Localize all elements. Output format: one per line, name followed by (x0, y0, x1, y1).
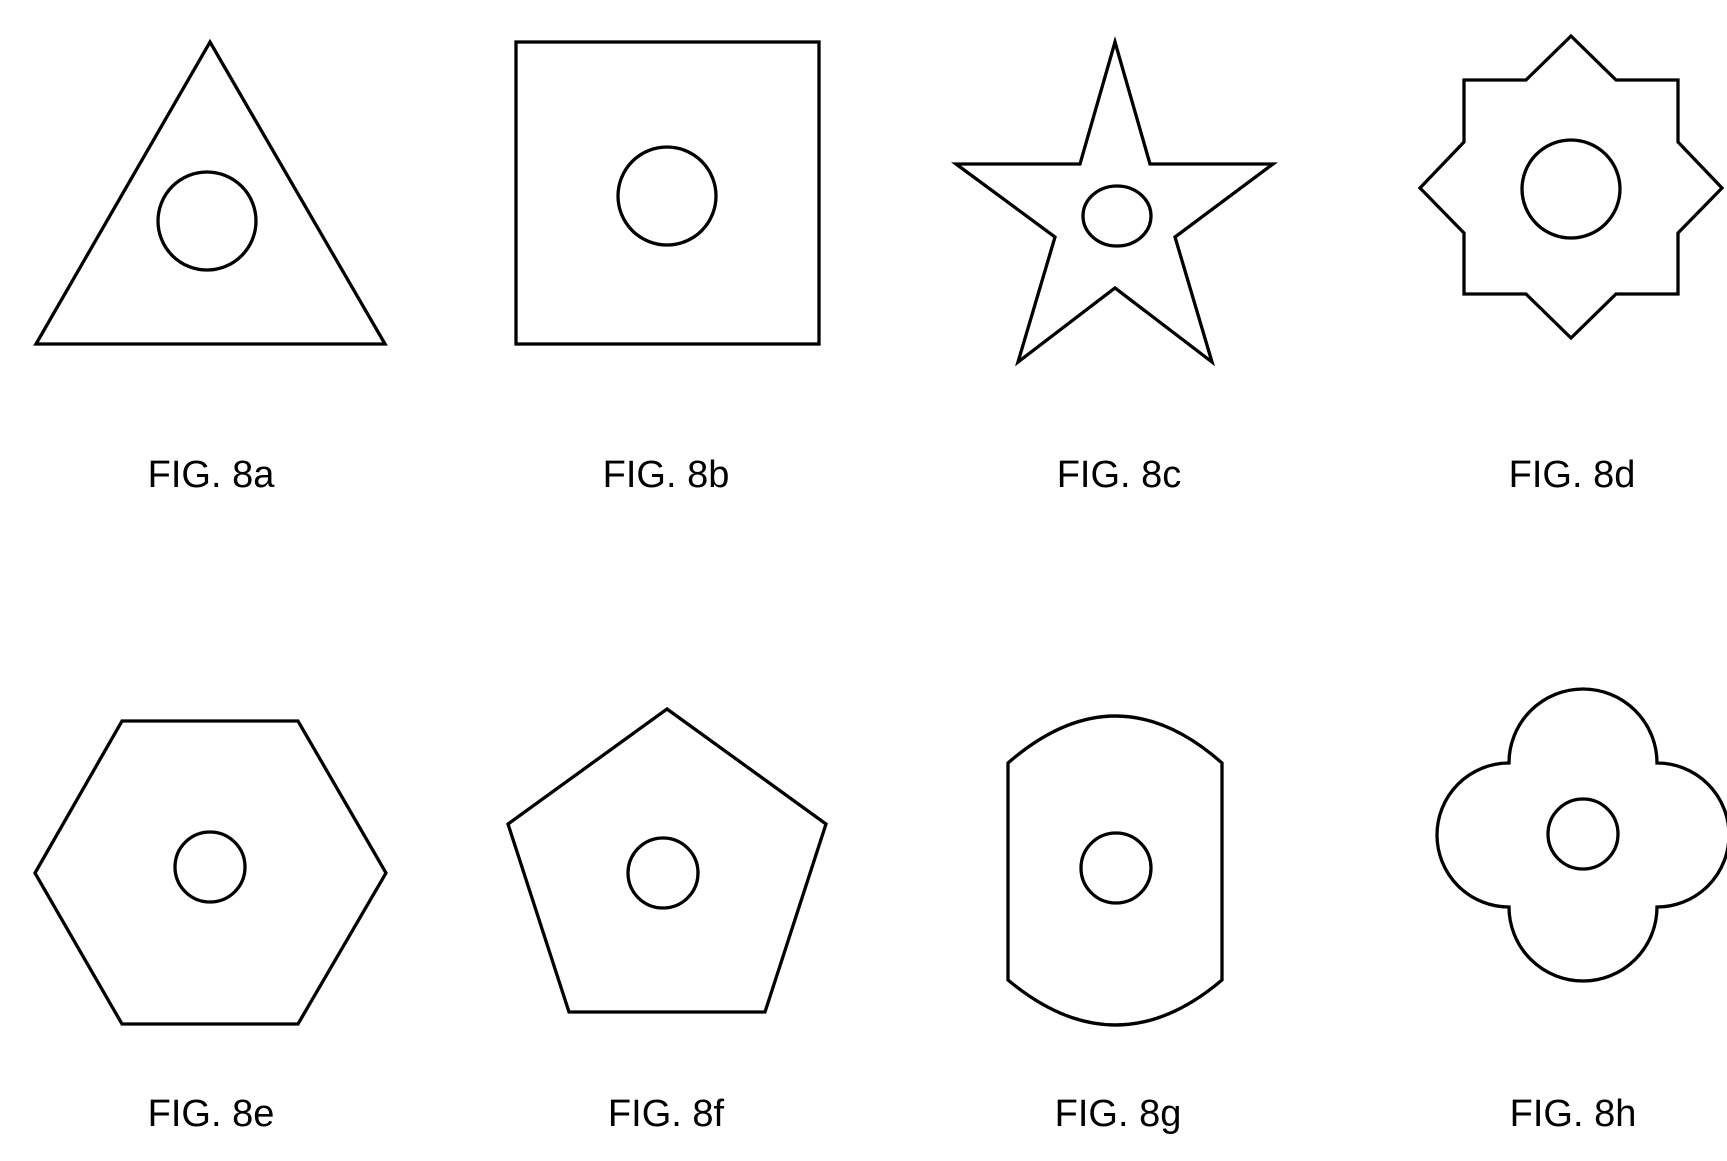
caption-fig-8a: FIG. 8a (148, 454, 276, 496)
barrel-outline (1008, 716, 1222, 1025)
caption-fig-8g: FIG. 8g (1055, 1093, 1182, 1135)
square-outline (516, 42, 819, 344)
center-hole (1522, 140, 1620, 238)
caption-fig-8e: FIG. 8e (148, 1093, 275, 1135)
notched-star-outline (1420, 36, 1722, 338)
figure-8b: FIG. 8b (516, 42, 819, 496)
caption-fig-8b: FIG. 8b (603, 454, 730, 496)
figure-8f: FIG. 8f (508, 709, 826, 1135)
figure-8c: FIG. 8c (956, 42, 1273, 496)
figure-8h: FIG. 8h (1437, 689, 1727, 1135)
caption-fig-8h: FIG. 8h (1510, 1093, 1637, 1135)
pentagon-outline (508, 709, 826, 1012)
figure-8a: FIG. 8a (36, 42, 385, 496)
center-hole (175, 832, 245, 902)
center-hole (1083, 186, 1151, 246)
center-hole (1548, 799, 1618, 869)
figure-8d: FIG. 8d (1420, 36, 1722, 496)
figure-8e: FIG. 8e (35, 721, 386, 1135)
center-hole (628, 838, 698, 908)
center-hole (1081, 833, 1151, 903)
star-outline (956, 42, 1273, 362)
quatrefoil-outline (1437, 689, 1727, 981)
center-hole (158, 172, 256, 270)
caption-fig-8f: FIG. 8f (608, 1093, 725, 1135)
triangle-outline (36, 42, 385, 344)
figure-8g: FIG. 8g (1008, 716, 1222, 1135)
center-hole (618, 147, 716, 245)
caption-fig-8c: FIG. 8c (1057, 454, 1182, 496)
hexagon-outline (35, 721, 386, 1024)
caption-fig-8d: FIG. 8d (1509, 454, 1636, 496)
